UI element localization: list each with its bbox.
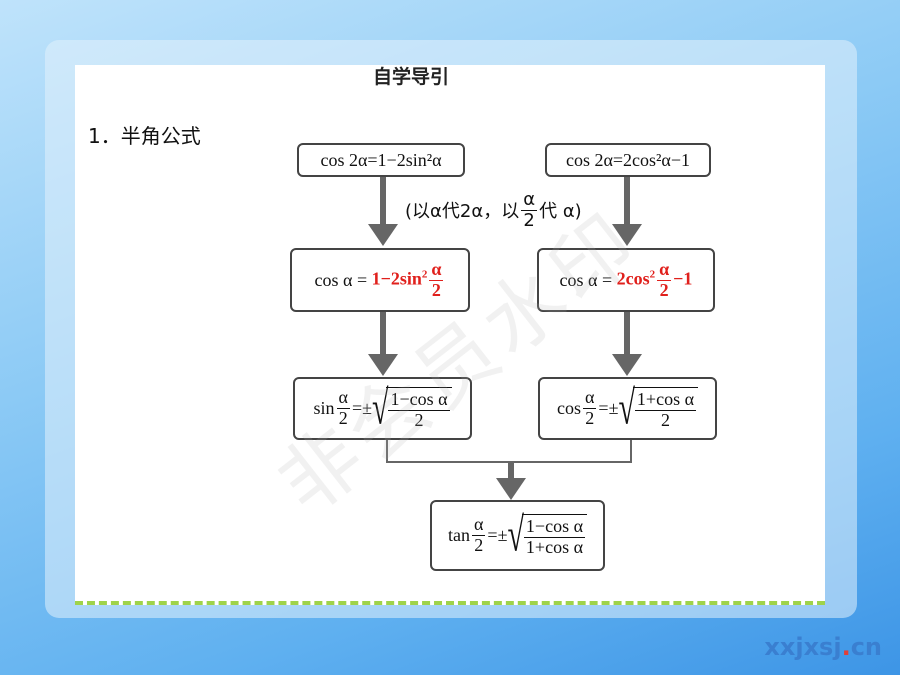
lhs: cos α = [314, 269, 368, 290]
denominator: 2 [431, 279, 441, 300]
arrow-shaft [508, 462, 514, 480]
rhs-pre: 1−2sin [371, 268, 422, 289]
formula-cos2a-sin: cos 2α=1−2sin²α [297, 143, 465, 177]
denominator: 2 [523, 209, 535, 231]
note-suffix: 代 α) [539, 201, 582, 223]
equals-pm: =± [487, 525, 508, 545]
connector [630, 440, 632, 462]
numerator: α [657, 258, 672, 281]
numerator: 1−cos α [523, 515, 585, 538]
arrow-down-icon [496, 478, 526, 500]
formula-cos2a-cos: cos 2α=2cos²α−1 [545, 143, 711, 177]
denominator: 2 [338, 408, 348, 428]
fn: sin [313, 398, 335, 418]
numerator: α [521, 189, 538, 211]
arrow-shaft [380, 312, 386, 357]
slide-heading: 自学导引 [373, 66, 450, 88]
lhs: cos α = [559, 269, 613, 290]
rhs-post: −1 [673, 268, 693, 289]
numerator: 1+cos α [634, 388, 696, 411]
equals-pm: =± [351, 398, 372, 418]
numerator: α [336, 387, 350, 409]
arrow-shaft [380, 177, 386, 227]
denominator: 2 [474, 535, 484, 555]
numerator: 1−cos α [388, 388, 450, 411]
rhs-pre: 2cos [616, 268, 650, 289]
denominator: 2 [659, 279, 669, 300]
exponent: 2 [421, 268, 428, 281]
numerator: α [471, 514, 486, 536]
arrow-shaft [624, 177, 630, 227]
denominator: 2 [414, 409, 424, 430]
site-logo: xxjxsj.cn [764, 633, 882, 661]
numerator: α [582, 387, 597, 409]
fn: cos [556, 398, 581, 418]
denominator: 2 [660, 409, 670, 430]
arrow-down-icon [612, 224, 642, 246]
fn: tan [447, 525, 470, 545]
arrow-down-icon [368, 354, 398, 376]
connector [386, 461, 632, 463]
note-prefix: (以α代2α，以 [405, 201, 520, 223]
numerator: α [429, 258, 444, 281]
arrow-down-icon [612, 354, 642, 376]
exponent: 2 [649, 268, 656, 281]
arrow-shaft [624, 312, 630, 357]
connector [386, 440, 388, 462]
section-title: 1．半角公式 [88, 124, 201, 148]
arrow-down-icon [368, 224, 398, 246]
denominator: 1+cos α [525, 536, 583, 557]
equals-pm: =± [598, 398, 619, 418]
denominator: 2 [585, 408, 595, 428]
